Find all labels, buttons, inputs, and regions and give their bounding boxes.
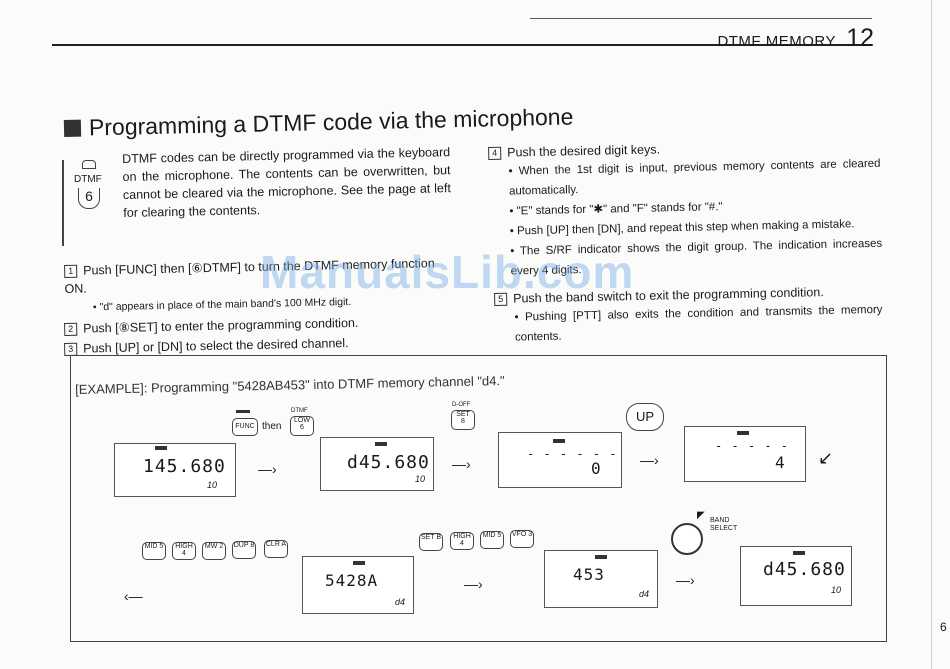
- heading-square-icon: [63, 119, 82, 137]
- lcd-main-tag: [155, 446, 167, 450]
- set-key-label: SET: [456, 411, 470, 418]
- lcd-sub: d4: [638, 589, 649, 599]
- low-key-num: 6: [300, 424, 304, 431]
- lcd-main-tag: [595, 555, 607, 559]
- page-number: 12: [846, 24, 874, 52]
- mic-key-icon: DTMF 6: [62, 160, 112, 246]
- lcd-frequency: d45.680: [763, 559, 846, 580]
- lcd-digits: - - - - - -: [527, 447, 618, 461]
- lcd-display-3: - - - - - - 0: [498, 432, 622, 488]
- lcd-frequency: d45.680: [347, 452, 430, 473]
- band-select-knob-icon: [671, 523, 703, 555]
- then-label: then: [262, 421, 282, 432]
- lcd-display-1: 145.680 10: [114, 443, 236, 497]
- side-page-number: 6: [940, 620, 947, 634]
- arrow-right-icon: —›: [676, 572, 695, 588]
- func-indicator: [236, 410, 250, 413]
- lcd-display-5: 5428A d4: [302, 556, 414, 614]
- step-text: Push [UP] or [DN] to select the desired …: [83, 336, 349, 356]
- band-arrow-icon: ◤: [697, 510, 705, 521]
- lcd-blink-digit: 0: [591, 459, 602, 478]
- lcd-display-6: 453 d4: [544, 550, 658, 608]
- mid-key: MID 5: [142, 542, 166, 560]
- arrow-right-icon: —›: [640, 452, 659, 468]
- page-heading: Programming a DTMF code via the micropho…: [63, 103, 574, 142]
- arrow-right-icon: —›: [258, 461, 277, 477]
- lcd-display-7: d45.680 10: [740, 546, 852, 606]
- lcd-sub: 10: [830, 585, 841, 595]
- func-key: FUNC: [232, 418, 258, 436]
- lcd-frequency: 145.680: [143, 456, 226, 477]
- arrow-left-icon: ‹—: [124, 588, 143, 604]
- header-top-rule: [530, 18, 872, 19]
- step-number: 3: [64, 342, 78, 356]
- mw-key: MW 2: [202, 542, 226, 560]
- lcd-display-4: - - - - - 4: [684, 426, 806, 482]
- dup-key: DUP 8: [232, 541, 256, 559]
- band-select-label: BAND SELECT: [710, 517, 738, 532]
- lcd-digits: 5428A: [325, 571, 379, 590]
- high-key: HIGH 4: [172, 542, 196, 560]
- dtmf-key-label: DTMF: [291, 408, 308, 414]
- heading-text: Programming a DTMF code via the micropho…: [88, 103, 574, 141]
- set-key-num: 8: [461, 418, 465, 425]
- icon-dtmf-label: DTMF: [74, 174, 102, 185]
- page-edge: [931, 0, 932, 669]
- arrow-right-icon: —›: [452, 456, 471, 472]
- lcd-main-tag: [553, 439, 565, 443]
- lcd-main-tag: [737, 431, 749, 435]
- lcd-sub: 10: [206, 480, 217, 490]
- lcd-digits: 453: [573, 565, 605, 584]
- step-bullet: • Pushing [PTT] also exits the condition…: [514, 303, 883, 344]
- step-number: 1: [64, 264, 78, 278]
- doff-label: D-OFF: [452, 402, 471, 408]
- watermark-text: ManualsLib.com: [260, 246, 635, 298]
- step-number: 4: [488, 146, 502, 160]
- set-key-2: SET B: [419, 533, 443, 551]
- mid-key-2: MID 5: [480, 531, 504, 549]
- mic-cap-icon: [82, 160, 96, 169]
- lcd-main-tag: [353, 561, 365, 565]
- lcd-main-tag: [375, 442, 387, 446]
- arrow-down-left-icon: ↙: [818, 448, 834, 468]
- step-number: 2: [64, 322, 78, 336]
- step-text: Push the desired digit keys.: [507, 142, 661, 160]
- lcd-sub: 10: [414, 474, 425, 484]
- step-text: Push [⑧SET] to enter the programming con…: [83, 315, 359, 336]
- intro-paragraph: DTMF codes can be directly programmed vi…: [122, 145, 452, 220]
- lcd-sub: d4: [394, 597, 405, 607]
- example-box: [70, 355, 887, 642]
- section-title: DTMF MEMORY: [717, 33, 836, 50]
- high-key-2: HIGH 4: [450, 532, 474, 550]
- clr-key: CLR A: [264, 540, 288, 558]
- lcd-display-2: d45.680 10: [320, 437, 434, 491]
- up-key: UP: [626, 403, 664, 431]
- lcd-main-tag: [793, 551, 805, 555]
- low-key-label: LOW: [294, 417, 310, 424]
- lcd-digits: - - - - -: [715, 439, 790, 453]
- vfo-key: VFO 3: [510, 530, 534, 548]
- icon-digit: 6: [78, 188, 100, 209]
- arrow-right-icon: —›: [464, 576, 483, 592]
- header-rule: [52, 44, 872, 46]
- lcd-blink-digit: 4: [775, 453, 786, 472]
